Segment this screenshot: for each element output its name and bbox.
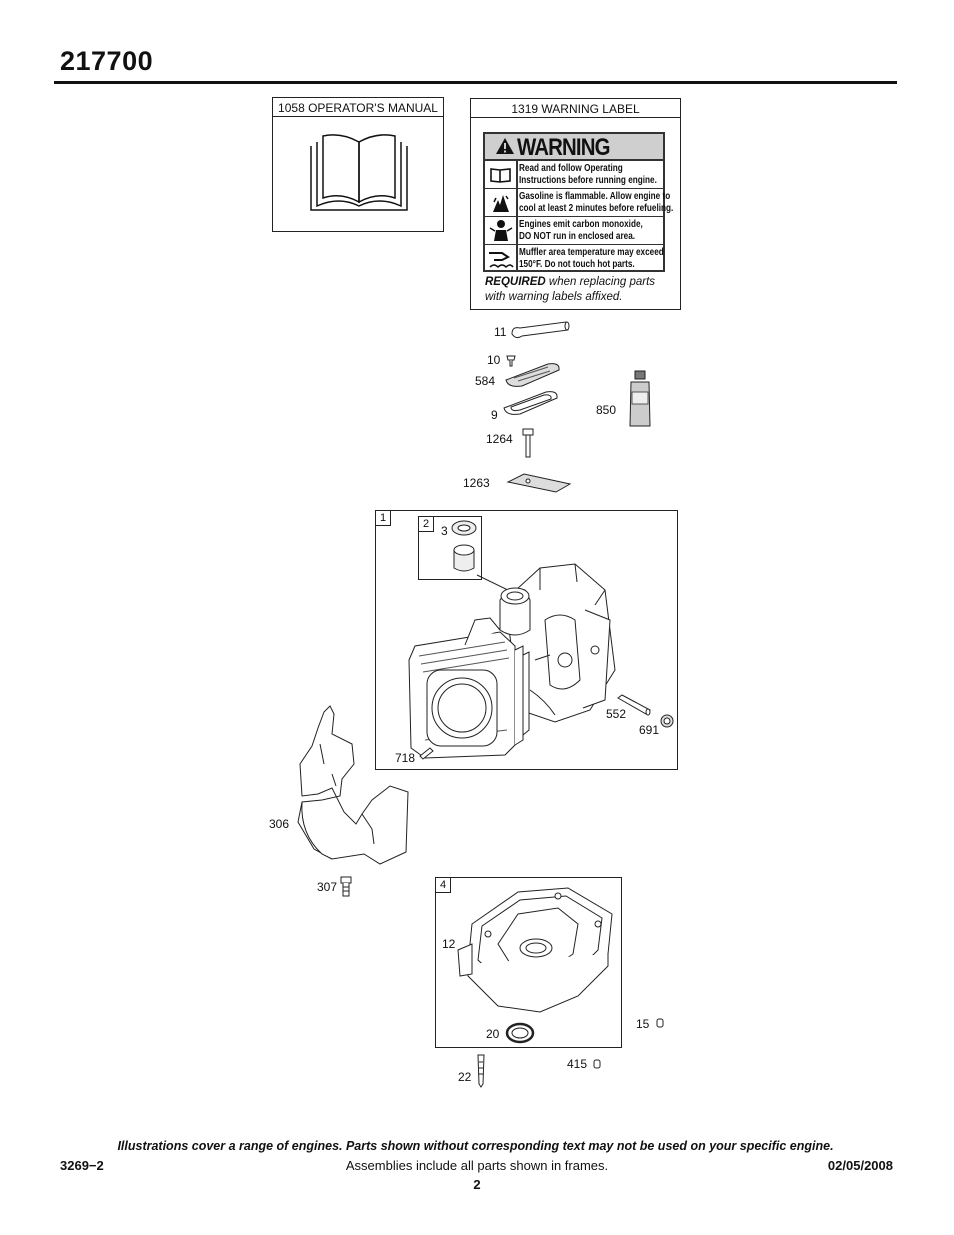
callout-label: 718 [395, 751, 416, 765]
callout-label: 15 [636, 1017, 650, 1031]
callout-label: 306 [269, 817, 290, 831]
plug-drawing [656, 1018, 664, 1028]
book-icon [490, 168, 511, 183]
required-note: REQUIRED when replacing parts with warni… [485, 275, 675, 305]
warning-label-label: 1319 WARNING LABEL [511, 102, 640, 116]
leader-line [476, 574, 513, 593]
callout-label: 691 [639, 723, 660, 737]
cylinder-baffle-drawing [297, 705, 409, 865]
frame-number: 1 [375, 510, 391, 526]
frame-number: 2 [418, 516, 434, 532]
footer-code: 3269−2 [60, 1158, 104, 1173]
callout-label: 22 [458, 1070, 472, 1084]
callout-label: 3 [441, 524, 448, 538]
warning-title: WARNING [517, 134, 611, 161]
frame-divider [273, 116, 443, 117]
callout-label: 1263 [463, 476, 490, 490]
oil-seal-drawing [660, 714, 674, 728]
title-divider [54, 81, 897, 84]
callout-label: 12 [442, 937, 456, 951]
callout-label: 1264 [486, 432, 513, 446]
pin-drawing [419, 747, 434, 760]
gasket-drawing [503, 391, 558, 415]
footer-assemblies-note: Assemblies include all parts shown in fr… [345, 1158, 609, 1173]
breather-tube-drawing [511, 321, 570, 339]
dowel-pin-drawing [617, 694, 651, 716]
warning-text: Instructions before running engine. [519, 174, 657, 186]
frame-divider [471, 117, 680, 118]
callout-label: 20 [486, 1027, 500, 1041]
sealant-tube-drawing [629, 370, 651, 427]
dipstick-tube-drawing [477, 1054, 485, 1088]
bolt-drawing [522, 428, 534, 458]
required-bold-text: REQUIRED [485, 276, 546, 288]
poison-person-icon [489, 220, 513, 241]
callout-label: 552 [606, 707, 627, 721]
page-number: 2 [473, 1177, 481, 1192]
warning-text: 150°F. Do not touch hot parts. [519, 258, 635, 270]
operators-manual-frame: 1058 OPERATOR'S MANUAL [272, 97, 444, 232]
warning-header: WARNING [485, 134, 663, 161]
frame-number: 4 [435, 877, 451, 893]
o-ring-drawing [505, 1022, 535, 1044]
plug-drawing [593, 1059, 601, 1069]
warning-text: Gasoline is flammable. Allow engine to [519, 190, 671, 202]
warning-text: Muffler area temperature may exceed [519, 246, 664, 258]
footer-disclaimer: Illustrations cover a range of engines. … [117, 1139, 834, 1153]
warning-row: Engines emit carbon monoxide,DO NOT run … [485, 217, 663, 245]
warning-text: Read and follow Operating [519, 162, 623, 174]
breather-cover-drawing [505, 363, 560, 387]
flame-icon [493, 195, 509, 212]
screw-drawing [506, 355, 516, 367]
shield-plate-drawing [506, 473, 572, 493]
page-title: 217700 [60, 46, 154, 76]
footer-date: 02/05/2008 [827, 1158, 893, 1173]
required-text: when replacing parts [545, 276, 656, 288]
alert-triangle-icon [496, 138, 514, 154]
callout-label: 10 [487, 353, 501, 367]
screw-drawing [340, 876, 352, 897]
warning-text: DO NOT run in enclosed area. [519, 230, 636, 242]
warning-text: cool at least 2 minutes before refueling… [519, 202, 674, 214]
callout-label: 584 [475, 374, 496, 388]
callout-label: 11 [494, 325, 507, 339]
seal-and-bushing-drawing [451, 520, 477, 572]
callout-label: 9 [491, 408, 498, 422]
book-icon [310, 134, 408, 211]
warning-text: Engines emit carbon monoxide, [519, 218, 643, 230]
cylinder-block-drawing [408, 563, 616, 759]
hot-surface-icon [489, 252, 514, 269]
callout-label: 415 [567, 1057, 588, 1071]
required-text: with warning labels affixed. [485, 291, 623, 303]
sump-drawing [457, 887, 613, 1013]
operators-manual-label: 1058 OPERATOR'S MANUAL [278, 101, 438, 115]
callout-label: 850 [596, 403, 617, 417]
callout-label: 307 [317, 880, 338, 894]
